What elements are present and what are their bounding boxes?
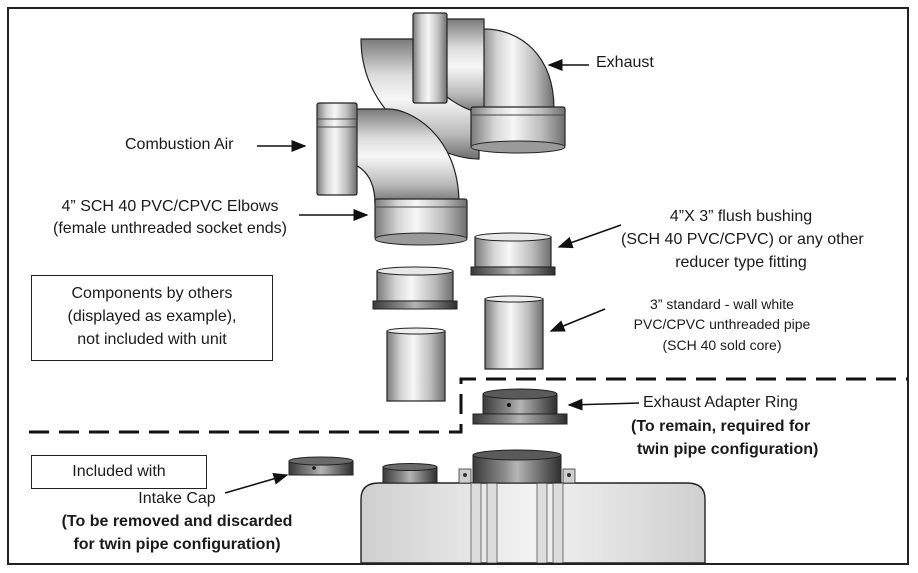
components-by-others-box: Components by others (displayed as examp…: [31, 275, 273, 361]
combustion-air-label: Combustion Air: [125, 136, 234, 153]
diagram-frame: Exhaust Combustion Air 4” SCH 40 PVC/CPV…: [7, 7, 909, 565]
dashed-divider: [29, 377, 907, 434]
intake-arrow: [224, 473, 289, 494]
included-with-box: Included with: [31, 455, 207, 489]
adapter-arrow: [567, 398, 640, 411]
others-box-line2: (displayed as example),: [67, 308, 237, 325]
pipe-label-line1: 3” standard - wall white: [650, 296, 794, 312]
pipe-assembly-illustration: [29, 12, 907, 563]
exhaust-elbow: [360, 12, 566, 160]
adapter-ring-note-line1: (To remain, required for: [631, 418, 811, 435]
bushing-arrow: [557, 224, 622, 249]
others-box-line1: Components by others: [71, 285, 233, 302]
intake-cap-note-line2: for twin pipe configuration): [73, 536, 281, 553]
right-flush-bushing: [470, 232, 556, 276]
right-pipe: [484, 295, 544, 370]
water-heater-unit: [360, 449, 706, 563]
combustion-air-elbow: [316, 102, 468, 246]
left-pipe: [386, 327, 446, 402]
exhaust-label: Exhaust: [596, 54, 654, 71]
exhaust-adapter-ring: [472, 388, 568, 425]
pipe-label-line2: PVC/CPVC unthreaded pipe: [633, 316, 811, 332]
bushing-label-line2: (SCH 40 PVC/CPVC) or any other: [621, 231, 864, 248]
left-flush-bushing: [372, 266, 458, 310]
pipe-arrow: [549, 308, 606, 332]
adapter-ring-note-line2: twin pipe configuration): [637, 441, 819, 458]
pipe-label-line3: (SCH 40 sold core): [662, 337, 782, 353]
bushing-label-line3: reducer type fitting: [675, 254, 807, 271]
intake-cap-note-line1: (To be removed and discarded: [61, 513, 293, 530]
elbows-label-line2: (female unthreaded socket ends): [53, 220, 287, 237]
included-with-label: Included with: [72, 463, 166, 480]
intake-cap-label: Intake Cap: [138, 490, 216, 507]
intake-cap: [288, 456, 354, 476]
adapter-ring-label: Exhaust Adapter Ring: [643, 394, 798, 411]
bushing-label-line1: 4”X 3” flush bushing: [669, 208, 813, 225]
elbows-label-line1: 4” SCH 40 PVC/CPVC Elbows: [61, 198, 279, 215]
others-box-line3: not included with unit: [77, 331, 227, 348]
